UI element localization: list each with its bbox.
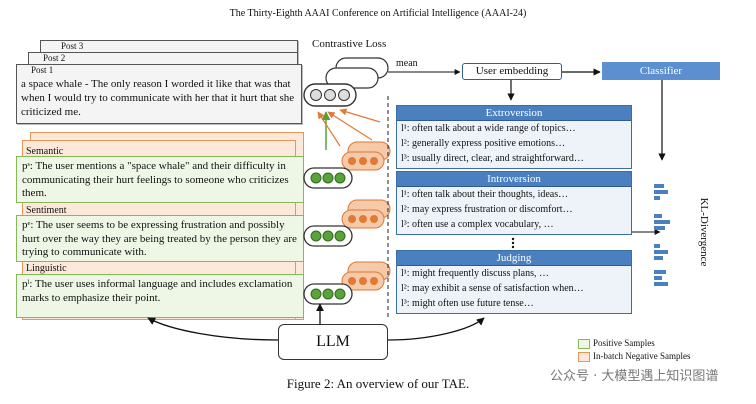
trait-line: l¹: often talk about their thoughts, ide… — [401, 189, 569, 200]
semantic-label: Semantic — [26, 146, 64, 157]
trait-title: Introversion — [397, 172, 631, 187]
linguistic-label: Linguistic — [26, 263, 67, 274]
positive-encoders — [303, 167, 353, 305]
post-label-3: Post 3 — [61, 41, 84, 51]
legend-positive-swatch — [578, 339, 590, 349]
trait-line: l¹: might frequently discuss plans, … — [401, 268, 549, 279]
trait-line: l³: usually direct, clear, and straightf… — [401, 153, 584, 164]
figure-caption: Figure 2: An overview of our TAE. — [286, 376, 470, 391]
watermark: 公众号 · 大模型遇上知识图谱 — [550, 369, 719, 384]
legend-negative-swatch — [578, 352, 590, 362]
trait-line: l³: might often use future tense… — [401, 298, 534, 309]
trait-title: Judging — [397, 251, 631, 266]
legend-positive-label: Positive Samples — [593, 338, 655, 348]
trait-box-judging: Judging l¹: might frequently discuss pla… — [396, 250, 632, 314]
kl-divergence-label: KL-Divergence — [698, 197, 710, 267]
linguistic-description: pˡ: The user uses informal language and … — [16, 274, 304, 318]
trait-line: l¹: often talk about a wide range of top… — [401, 123, 576, 134]
llm-box: LLM — [278, 324, 388, 360]
trait-box-introversion: Introversion l¹: often talk about their … — [396, 171, 632, 235]
trait-line: l³: often use a complex vocabulary, … — [401, 219, 554, 230]
trait-line: l²: generally express positive emotions… — [401, 138, 566, 149]
sentiment-label: Sentiment — [26, 205, 67, 216]
post-label-1: Post 1 — [31, 65, 54, 75]
conference-header: The Thirty-Eighth AAAI Conference on Art… — [229, 8, 527, 19]
trait-title: Extroversion — [397, 106, 631, 121]
trait-line: l²: may express frustration or discomfor… — [401, 204, 573, 215]
contrastive-loss-label: Contrastive Loss — [312, 38, 387, 50]
post-text: a space whale - The only reason I worded… — [21, 78, 295, 118]
classifier-box: Classifier — [602, 62, 720, 80]
mean-label: mean — [396, 58, 418, 69]
kl-distribution-bars — [654, 184, 670, 286]
post-card-1: Post 1 a space whale - The only reason I… — [16, 64, 302, 124]
trait-box-extroversion: Extroversion l¹: often talk about a wide… — [396, 105, 632, 169]
negative-encoders — [341, 141, 391, 291]
legend-negative-label: In-batch Negative Samples — [593, 351, 691, 361]
post-label-2: Post 2 — [43, 53, 66, 63]
user-embedding-box: User embedding — [462, 63, 562, 80]
semantic-description: pˢ: The user mentions a "space whale" an… — [16, 156, 304, 203]
sentiment-description: pᵉ: The user seems to be expressing frus… — [16, 215, 304, 262]
trait-line: l²: may exhibit a sense of satisfaction … — [401, 283, 584, 294]
post-encoder-stack — [303, 57, 389, 107]
